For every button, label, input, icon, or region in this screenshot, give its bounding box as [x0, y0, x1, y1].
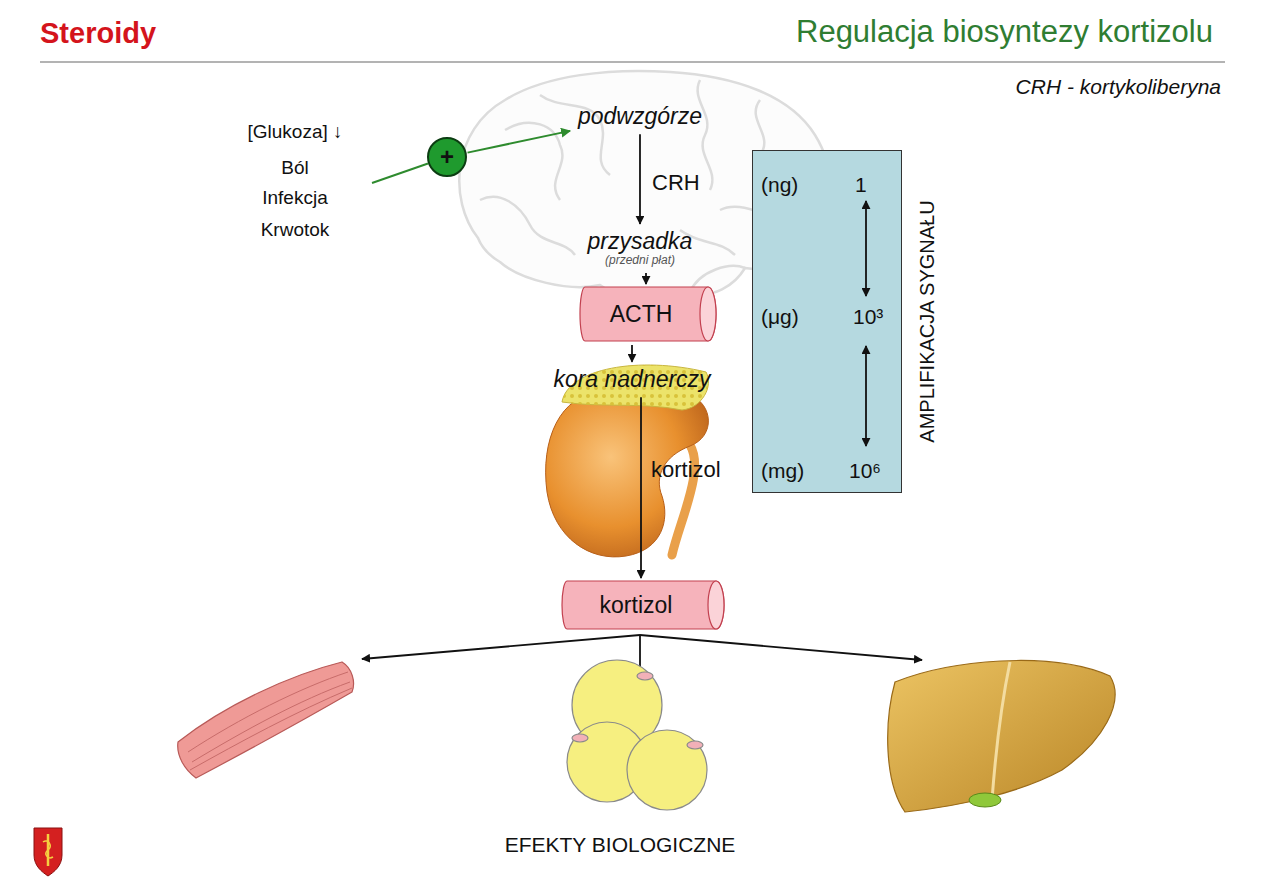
range-arrow [865, 201, 867, 296]
header-rule [40, 62, 1225, 63]
university-logo-part [34, 828, 62, 876]
signal-arrows-part [640, 635, 922, 660]
muscle-icon-part [188, 672, 352, 770]
cylinder-body [562, 581, 724, 629]
university-logo [34, 828, 62, 876]
liver-icon-part [969, 793, 1001, 807]
slide-title: Regulacja biosyntezy kortizolu [796, 14, 1213, 50]
brain-outline-part [480, 197, 575, 255]
stimulation-sign: + [427, 137, 467, 177]
node-text: (przedni płat) [588, 254, 693, 268]
university-logo-part [43, 841, 53, 858]
note: CRH - kortykoliberyna [1016, 75, 1221, 99]
brain-outline-part [698, 80, 713, 190]
unit: (mg) [761, 459, 804, 483]
connector-arrow [468, 131, 571, 153]
edge-label: CRH [652, 170, 700, 195]
header-rule-part [40, 61, 1225, 63]
region-label: kora nadnerczy [549, 364, 714, 394]
factor: 10³ [853, 305, 883, 329]
connector-arrow [631, 345, 633, 362]
node-text: podwzgórze [578, 103, 702, 129]
footer-caption: EFEKTY BIOLOGICZNE [420, 833, 820, 857]
liver-icon [888, 661, 1115, 812]
liver-icon-part [888, 661, 1115, 812]
cylinder-end [708, 581, 724, 629]
node-text: ACTH [610, 301, 673, 327]
hormone-box: kortizol [557, 580, 725, 630]
node-text: + [440, 145, 454, 169]
cylinder-end [700, 287, 716, 341]
edge-label: kortizol [651, 457, 721, 482]
vertical-heading: AMPLIFIKACJA SYGNAŁU [915, 200, 938, 442]
stimulus: [Glukoza] ↓ [205, 121, 385, 143]
fat-cells-part [572, 734, 588, 742]
liver-icon-part [992, 662, 1010, 800]
green-leader [372, 164, 428, 184]
fat-cells [567, 660, 707, 810]
node-text: przysadka [588, 228, 693, 254]
muscle-icon-part [178, 662, 354, 778]
fat-cells-part [627, 730, 707, 810]
connector-arrow [645, 273, 647, 284]
unit: (μg) [761, 305, 799, 329]
unit: (ng) [761, 173, 798, 197]
region-label: podwzgórze [574, 101, 706, 131]
range-arrow [865, 346, 867, 446]
cylinder-body [580, 287, 716, 341]
stimulus: Ból [205, 157, 385, 179]
region-label: przysadka(przedni płat) [584, 226, 697, 270]
factor: 10⁶ [849, 459, 881, 483]
fat-cells-part [687, 741, 703, 749]
node-text: kortizol [600, 592, 673, 618]
section-name: Steroidy [40, 17, 156, 50]
fat-cells-part [637, 672, 653, 680]
amplification-panel: (ng)1(μg)10³(mg)10⁶AMPLIFIKACJA SYGNAŁU [752, 150, 902, 493]
connector-arrow [639, 134, 641, 224]
stimulus: Infekcja [205, 187, 385, 209]
signal-arrows-part [362, 635, 640, 659]
stimulus: Krwotok [205, 219, 385, 241]
muscle-icon [178, 662, 354, 778]
green-leader-part [372, 164, 428, 184]
hormone-box: ACTH [575, 286, 717, 342]
factor: 1 [855, 173, 867, 197]
connector-arrow [640, 397, 642, 578]
node-text: kora nadnerczy [553, 366, 710, 392]
